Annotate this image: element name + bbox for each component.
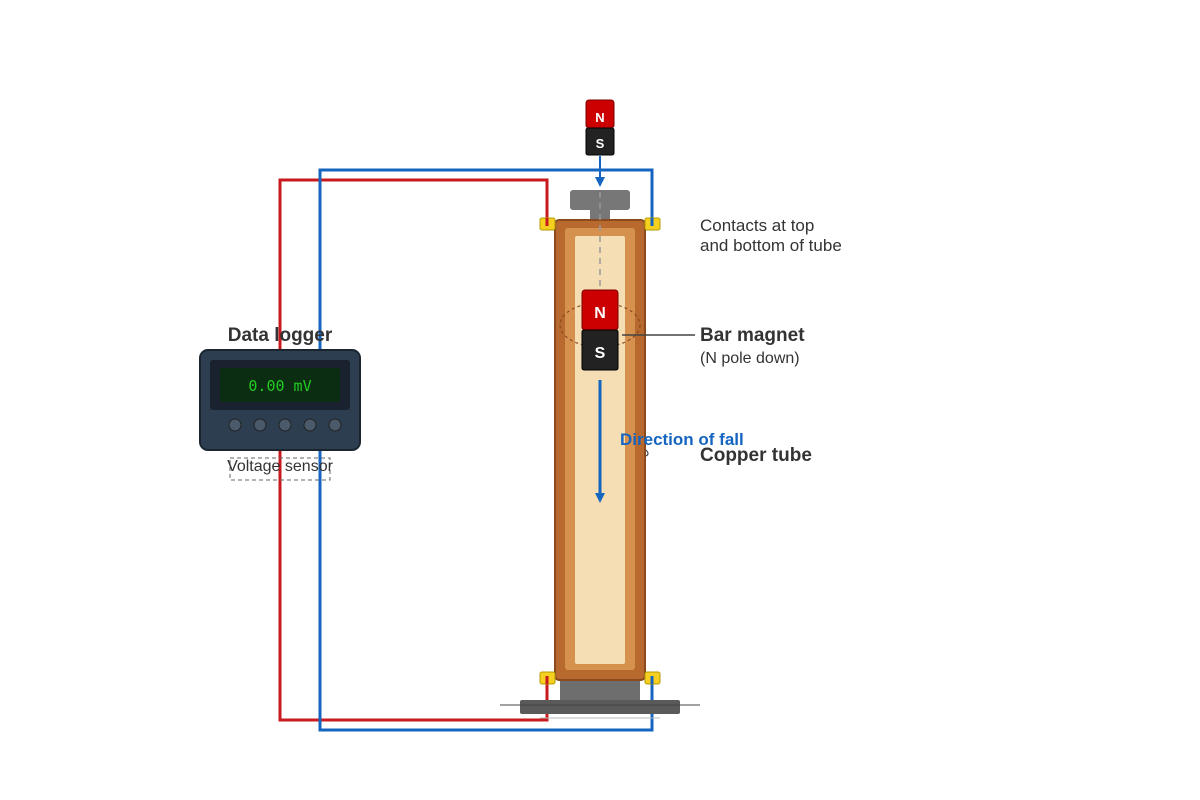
magnet-top-south-label: S: [596, 136, 605, 151]
voltage-sensor-label: Voltage sensor: [227, 458, 334, 475]
magnet-in-tube: N S: [581, 289, 619, 371]
data-logger-title: Data logger: [228, 325, 333, 346]
magnet-tube-south-label: S: [595, 345, 606, 362]
magnet-tube-north-label: N: [594, 305, 606, 322]
bar-magnet-label: Bar magnet: [700, 325, 805, 346]
logger-display: [220, 368, 340, 402]
magnet-top-north-label: N: [595, 110, 604, 125]
magnet-above-tube: N S: [585, 99, 615, 156]
copper-tube-label: Copper tube: [700, 445, 812, 466]
contacts-label-line1: Contacts at top: [700, 216, 814, 235]
stand-neck: [560, 678, 640, 702]
stand-base: [520, 700, 680, 714]
contacts-label-line2: and bottom of tube: [700, 236, 842, 255]
copper-tube-leader: [645, 449, 649, 457]
voltage-sensor-box: [229, 457, 331, 481]
direction-of-fall-label: Direction of fall: [620, 430, 744, 449]
data-logger: 0.00 mV: [199, 349, 361, 451]
clamp-top: [570, 190, 630, 210]
bar-magnet-note: (N pole down): [700, 350, 800, 367]
logger-button-icon[interactable]: [228, 418, 342, 432]
logger-reading: 0.00 mV: [248, 377, 311, 395]
